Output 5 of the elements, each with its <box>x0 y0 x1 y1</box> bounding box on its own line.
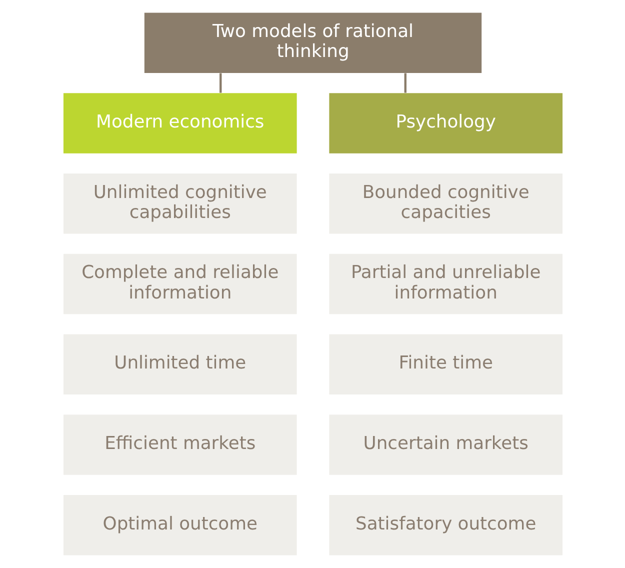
node-box: Two models of rational thinking <box>144 12 482 73</box>
node-box: Psychology <box>328 93 562 154</box>
connector <box>219 73 222 93</box>
node-box: Modern economics <box>62 93 296 154</box>
connector <box>404 73 406 93</box>
